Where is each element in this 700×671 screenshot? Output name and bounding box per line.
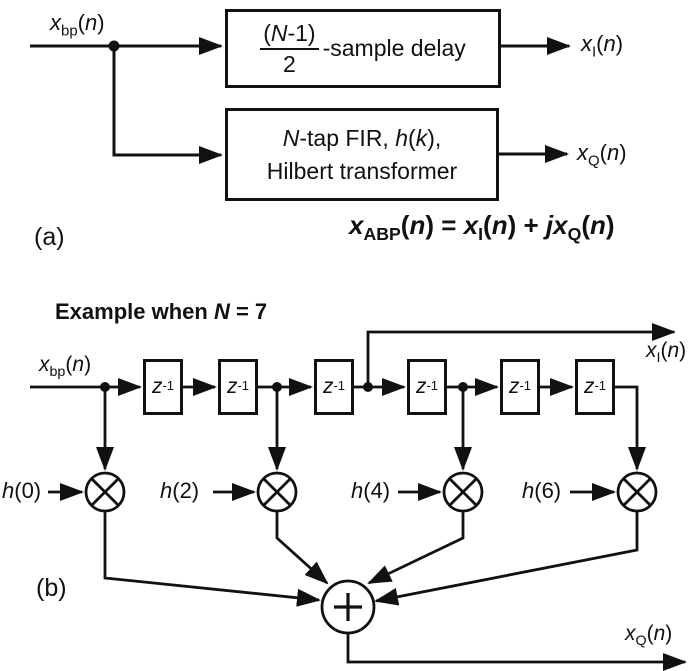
junction-dot bbox=[272, 382, 282, 392]
multiplier-node-h2 bbox=[256, 471, 298, 513]
part-b-tag: (b) bbox=[36, 574, 67, 602]
delay-fraction: (N-1) 2 bbox=[260, 20, 319, 77]
coeff-label-h2: h(2) bbox=[160, 478, 200, 503]
wire-mult4-adder bbox=[367, 511, 465, 585]
part-b-output-q-label: xQ(n) bbox=[625, 622, 673, 650]
wire-output-xq-b bbox=[346, 633, 687, 671]
hilbert-fir-box: N-tap FIR, h(k), Hilbert transformer bbox=[225, 108, 499, 201]
multiply-icon bbox=[448, 477, 478, 507]
multiply-icon bbox=[262, 477, 292, 507]
part-a-tag: (a) bbox=[34, 223, 65, 251]
wire-mult0-adder bbox=[103, 511, 321, 607]
part-a-output-q-label: xQ(n) bbox=[577, 140, 627, 170]
multiply-icon bbox=[90, 477, 120, 507]
multiplier-node-h0 bbox=[84, 471, 126, 513]
delay-block-5: z-1 bbox=[500, 359, 540, 415]
sample-delay-box: (N-1) 2 -sample delay bbox=[225, 9, 501, 88]
part-b-output-i-label: xI(n) bbox=[646, 339, 687, 367]
coeff-label-h0: h(0) bbox=[2, 478, 42, 503]
adder-node bbox=[320, 579, 376, 635]
coeff-label-h6: h(6) bbox=[522, 478, 562, 503]
junction-dot bbox=[363, 382, 373, 392]
delay-block-2: z-1 bbox=[218, 359, 258, 415]
delay-block-4: z-1 bbox=[407, 359, 447, 415]
junction-dot bbox=[108, 40, 120, 52]
junction-dot bbox=[458, 382, 468, 392]
part-a-output-i-label: xI(n) bbox=[581, 31, 624, 61]
part-a-wires bbox=[30, 37, 571, 164]
fraction-denominator: 2 bbox=[283, 50, 296, 77]
fir-box-line2: Hilbert transformer bbox=[266, 157, 458, 184]
part-b-title: Example when N = 7 bbox=[55, 299, 268, 324]
wire-mult2-adder bbox=[275, 511, 329, 585]
analytic-signal-equation: xABP(n) = xI(n) + jxQ(n) bbox=[349, 210, 615, 245]
wire-xi-tap bbox=[366, 323, 676, 387]
part-a-input-label: xbp(n) bbox=[50, 10, 105, 40]
wire-branch-to-fir bbox=[112, 46, 223, 164]
delay-box-suffix: -sample delay bbox=[322, 35, 466, 61]
delay-block-6: z-1 bbox=[575, 359, 615, 415]
multiplier-nodes bbox=[84, 471, 658, 513]
part-b-input-label: xbp(n) bbox=[39, 353, 92, 381]
multiplier-node-h4 bbox=[442, 471, 484, 513]
fraction-numerator: (N-1) bbox=[260, 20, 319, 50]
junction-dot bbox=[100, 382, 110, 392]
part-b-junctions bbox=[100, 382, 468, 392]
wire-tap-h6 bbox=[614, 385, 646, 471]
part-b-wires bbox=[30, 323, 687, 671]
coeff-label-h4: h(4) bbox=[351, 478, 391, 503]
multiply-icon bbox=[622, 477, 652, 507]
multiplier-node-h6 bbox=[616, 471, 658, 513]
delay-block-1: z-1 bbox=[143, 359, 183, 415]
wire-mult6-adder bbox=[374, 511, 639, 606]
plus-icon bbox=[334, 593, 362, 621]
delay-block-3: z-1 bbox=[314, 359, 354, 415]
fir-box-line1: N-tap FIR, h(k), bbox=[282, 124, 442, 151]
